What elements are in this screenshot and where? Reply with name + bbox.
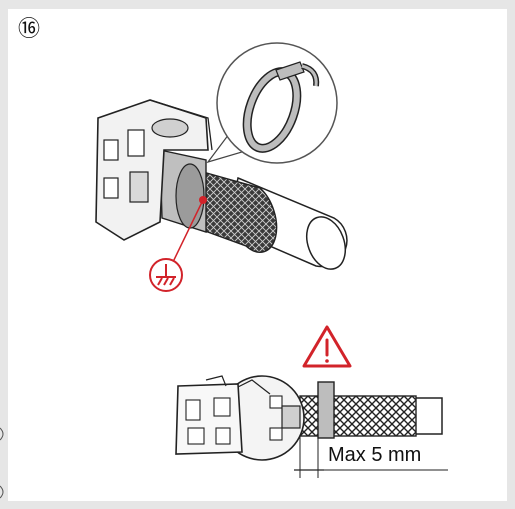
- max-length-label: Max 5 mm: [328, 444, 422, 466]
- warning-triangle-icon: [302, 325, 352, 368]
- cable-tie-side: [317, 381, 335, 439]
- dimension-marker: [294, 436, 448, 478]
- module-with-cable-top: [95, 99, 348, 270]
- earth-ground-icon: [149, 258, 183, 292]
- cable-tie-head: [275, 61, 305, 81]
- braided-shield: [185, 169, 278, 253]
- ground-leader-line: [171, 199, 204, 265]
- cable-end: [305, 216, 347, 270]
- module-with-cable-side: [175, 375, 443, 461]
- cable-sheath-side: [413, 397, 443, 435]
- magnifier-cable-tie-detail: [206, 42, 338, 164]
- step-number: ⑯: [18, 16, 41, 41]
